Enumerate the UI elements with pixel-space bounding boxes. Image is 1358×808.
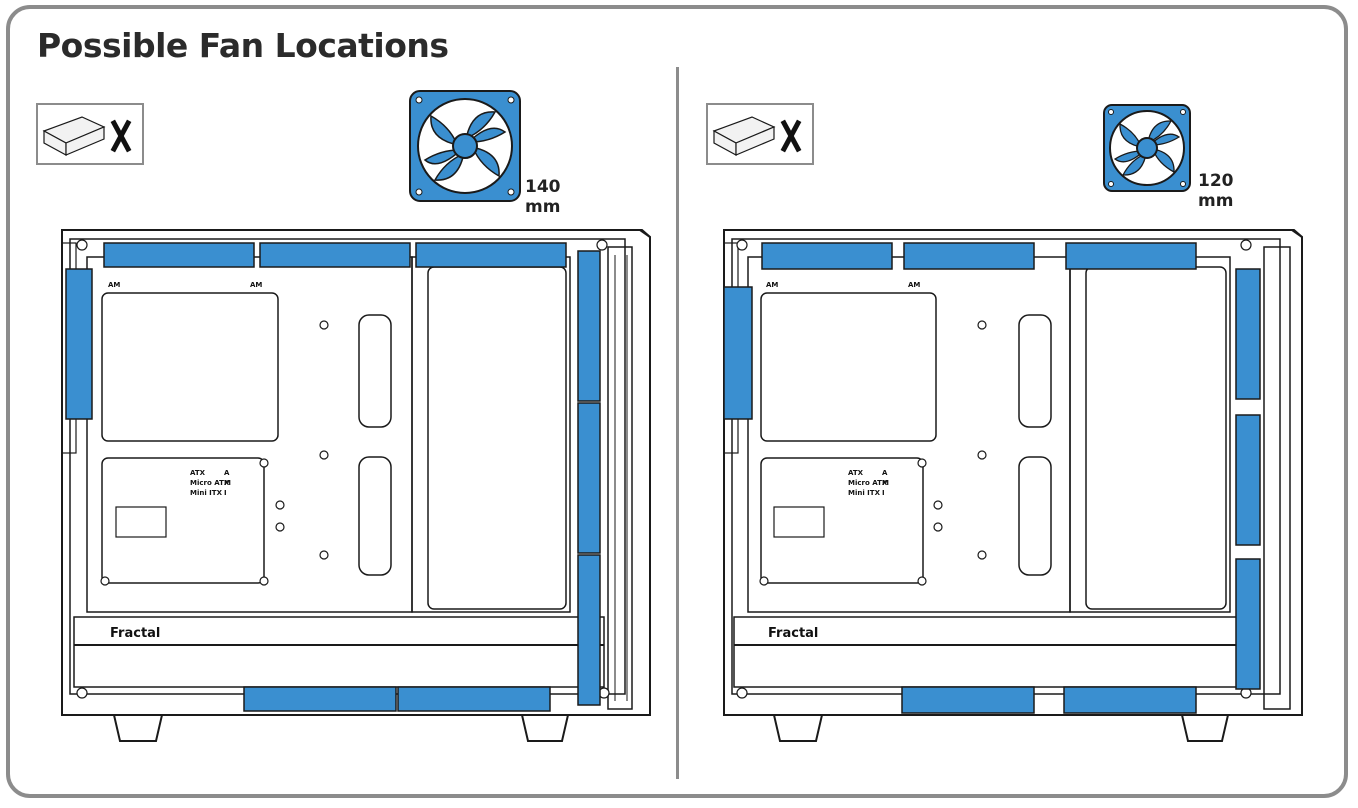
bottom-fan-mounts (901, 686, 1197, 714)
mount-label-am: AM (766, 281, 778, 289)
mount-code-atx: A (882, 469, 888, 477)
fan-120mm-icon (1103, 104, 1191, 192)
no-drive-x-icon (110, 119, 132, 153)
mount-code-matx: M (882, 479, 889, 487)
no-optical-drive-badge (36, 103, 144, 165)
case-diagram: ATX A Micro ATX M Mini ITX I AM AM Fract… (61, 229, 651, 742)
top-fan-mounts (761, 242, 1197, 270)
mount-label-itx: Mini ITX (848, 489, 881, 497)
case-diagram: ATX A Micro ATX M Mini ITX I AM AM Fract… (723, 229, 1303, 742)
mount-label-am: AM (250, 281, 262, 289)
no-drive-x-icon (780, 119, 802, 153)
mount-label-atx: ATX (190, 469, 206, 477)
top-fan-mounts (103, 242, 567, 268)
optical-drive-icon (42, 116, 106, 157)
front-fan-mounts (1235, 268, 1261, 690)
mount-code-itx: I (882, 489, 885, 497)
mount-label-matx: Micro ATX (190, 479, 230, 487)
fan-140mm-icon (409, 90, 521, 202)
optical-drive-icon (712, 116, 776, 157)
mount-code-matx: M (224, 479, 231, 487)
rear-fan-mount (65, 268, 93, 420)
bottom-fan-mounts (243, 686, 551, 712)
brand-logo-text: Fractal (768, 626, 818, 641)
fan-size-label: 140 mm (525, 177, 561, 217)
brand-logo-text: Fractal (110, 626, 160, 641)
mount-label-am: AM (108, 281, 120, 289)
mount-label-am: AM (908, 281, 920, 289)
fan-size-label: 120 mm (1198, 171, 1234, 211)
no-optical-drive-badge (706, 103, 814, 165)
mount-code-atx: A (224, 469, 230, 477)
mount-label-itx: Mini ITX (190, 489, 223, 497)
mount-label-atx: ATX (848, 469, 864, 477)
front-fan-mounts (577, 250, 601, 706)
panel-divider (676, 67, 679, 779)
mount-label-matx: Micro ATX (848, 479, 888, 487)
rear-fan-mount (723, 286, 753, 420)
mount-code-itx: I (224, 489, 227, 497)
page-title: Possible Fan Locations (37, 26, 449, 65)
outer-frame (6, 5, 1348, 798)
